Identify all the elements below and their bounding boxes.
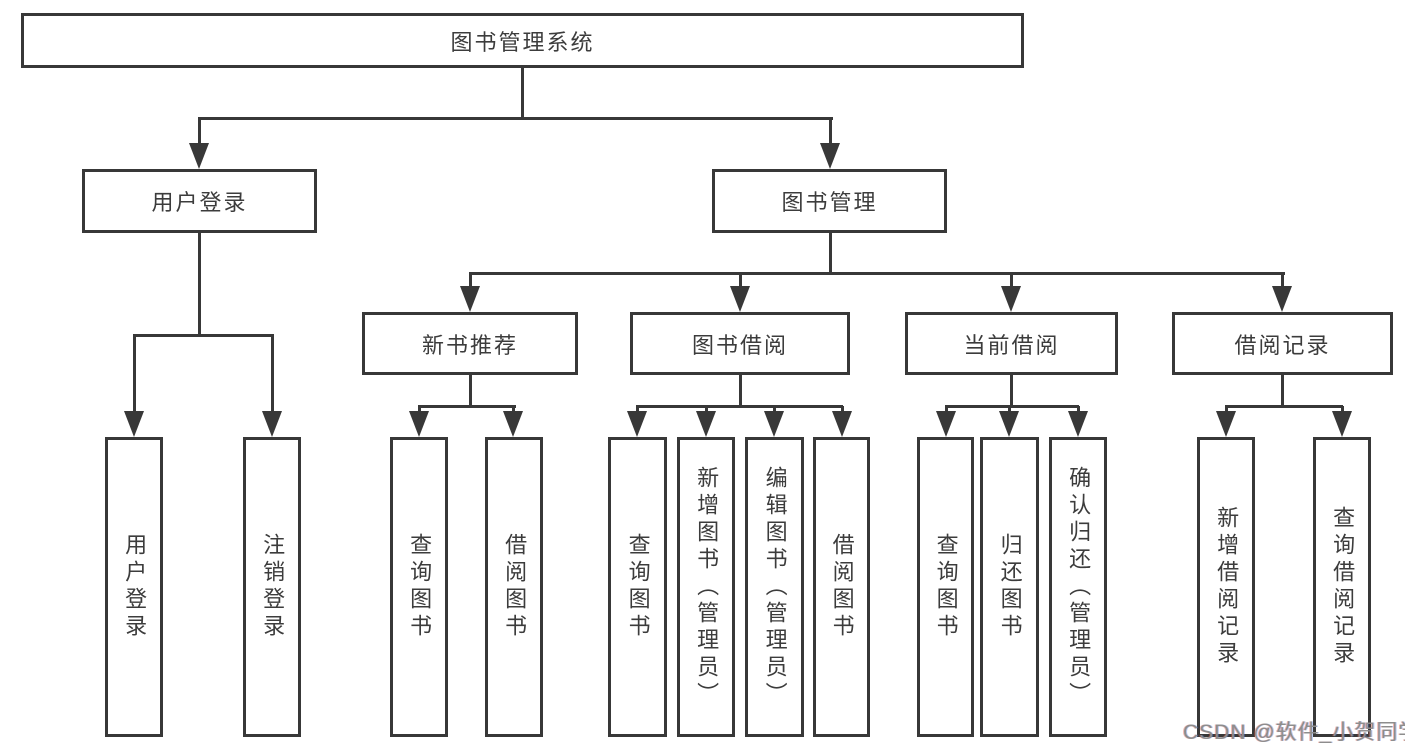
node-new-book-recommend: 新书推荐: [362, 312, 578, 375]
arrow-down-icon: [1216, 411, 1236, 437]
node-leaf-query-borrow-record: 查询借阅记录: [1313, 437, 1371, 737]
connector-mgmt-to-rec: [469, 273, 472, 287]
connector-rec-leaf2: [512, 406, 515, 414]
node-borrowing-records: 借阅记录: [1172, 312, 1393, 375]
connector-login-leaf1: [133, 335, 136, 415]
arrow-down-icon: [1272, 286, 1292, 312]
arrow-down-icon: [936, 411, 956, 437]
node-root-system: 图书管理系统: [21, 13, 1024, 68]
node-new-book-recommend-label: 新书推荐: [421, 332, 518, 358]
node-leaf-logout: 注销登录: [243, 437, 301, 737]
node-leaf-return-books: 归还图书: [980, 437, 1039, 737]
node-leaf-user-login: 用户登录: [105, 437, 163, 737]
node-leaf-current-query-books: 查询图书: [917, 437, 974, 737]
connector-borrow-leaf1: [636, 406, 639, 414]
node-book-borrowing-label: 图书借阅: [691, 332, 788, 358]
node-leaf-add-books-admin: 新增图书（管理员）: [677, 437, 735, 737]
node-leaf-add-borrow-record: 新增借阅记录: [1197, 437, 1255, 737]
connector-records-v: [1281, 375, 1284, 406]
node-leaf-rec-borrow-books-label: 借阅图书: [502, 533, 528, 641]
node-leaf-borrow-query-books: 查询图书: [608, 437, 667, 737]
node-leaf-rec-query-books: 查询图书: [390, 437, 448, 737]
connector-mgmt-v: [829, 232, 832, 273]
node-leaf-current-query-books-label: 查询图书: [933, 533, 959, 641]
connector-login-v: [198, 233, 201, 335]
node-book-borrowing: 图书借阅: [630, 312, 850, 375]
arrow-down-icon: [189, 143, 209, 169]
connector-root-v: [521, 68, 524, 118]
arrow-down-icon: [832, 411, 852, 437]
arrow-down-icon: [1001, 286, 1021, 312]
node-leaf-logout-label: 注销登录: [260, 533, 286, 641]
connector-rec-h: [418, 405, 516, 408]
arrow-down-icon: [999, 411, 1019, 437]
arrow-down-icon: [627, 411, 647, 437]
arrow-down-icon: [820, 143, 840, 169]
connector-borrow-v: [739, 375, 742, 406]
node-leaf-confirm-return-admin-label: 确认归还（管理员）: [1066, 465, 1092, 709]
node-leaf-confirm-return-admin: 确认归还（管理员）: [1049, 437, 1107, 737]
node-book-management: 图书管理: [712, 169, 947, 233]
node-root-label: 图书管理系统: [450, 29, 595, 55]
arrow-down-icon: [696, 411, 716, 437]
node-leaf-add-books-admin-label: 新增图书（管理员）: [694, 465, 720, 709]
node-current-borrowing-label: 当前借阅: [963, 332, 1060, 358]
connector-rec-leaf1: [418, 406, 421, 414]
connector-root-to-login: [198, 118, 201, 150]
arrow-down-icon: [262, 411, 282, 437]
connector-current-leaf2: [1008, 406, 1011, 414]
connector-borrow-leaf4: [841, 406, 844, 414]
connector-records-h: [1225, 405, 1343, 408]
connector-borrow-h: [636, 405, 843, 408]
node-leaf-query-borrow-record-label: 查询借阅记录: [1330, 506, 1356, 668]
connector-borrow-leaf3: [773, 406, 776, 414]
connector-root-h: [198, 117, 833, 120]
node-leaf-user-login-label: 用户登录: [122, 533, 148, 641]
connector-current-v: [1010, 375, 1013, 406]
node-leaf-borrow-query-books-label: 查询图书: [625, 533, 651, 641]
connector-mgmt-to-borrow: [739, 273, 742, 287]
arrow-down-icon: [1068, 411, 1088, 437]
connector-current-leaf3: [1077, 406, 1080, 414]
arrow-down-icon: [730, 286, 750, 312]
node-leaf-edit-books-admin-label: 编辑图书（管理员）: [762, 465, 788, 709]
connector-records-leaf1: [1225, 406, 1228, 414]
arrow-down-icon: [764, 411, 784, 437]
arrow-down-icon: [409, 411, 429, 437]
arrow-down-icon: [124, 411, 144, 437]
connector-records-leaf2: [1341, 406, 1344, 414]
node-current-borrowing: 当前借阅: [905, 312, 1118, 375]
node-leaf-rec-borrow-books: 借阅图书: [485, 437, 543, 737]
connector-mgmt-to-records: [1281, 273, 1284, 287]
connector-mgmt-to-current: [1010, 273, 1013, 287]
connector-login-h: [133, 334, 274, 337]
arrow-down-icon: [1332, 411, 1352, 437]
node-user-login: 用户登录: [82, 169, 317, 233]
connector-mgmt-h: [469, 272, 1285, 275]
connector-borrow-leaf2: [705, 406, 708, 414]
node-leaf-borrow-books: 借阅图书: [813, 437, 870, 737]
arrow-down-icon: [503, 411, 523, 437]
connector-current-h: [945, 405, 1079, 408]
node-borrowing-records-label: 借阅记录: [1234, 332, 1331, 358]
node-leaf-borrow-books-label: 借阅图书: [829, 533, 855, 641]
connector-rec-v: [469, 375, 472, 406]
arrow-down-icon: [460, 286, 480, 312]
node-user-login-label: 用户登录: [151, 190, 248, 215]
node-leaf-edit-books-admin: 编辑图书（管理员）: [745, 437, 804, 737]
connector-root-to-mgmt: [829, 118, 832, 150]
connector-current-leaf1: [945, 406, 948, 414]
node-leaf-rec-query-books-label: 查询图书: [407, 533, 433, 641]
node-leaf-add-borrow-record-label: 新增借阅记录: [1214, 506, 1240, 668]
node-leaf-return-books-label: 归还图书: [997, 533, 1023, 641]
node-book-management-label: 图书管理: [781, 190, 878, 215]
connector-login-leaf2: [271, 335, 274, 415]
watermark: CSDN @软件_小贺同学: [1183, 721, 1405, 744]
